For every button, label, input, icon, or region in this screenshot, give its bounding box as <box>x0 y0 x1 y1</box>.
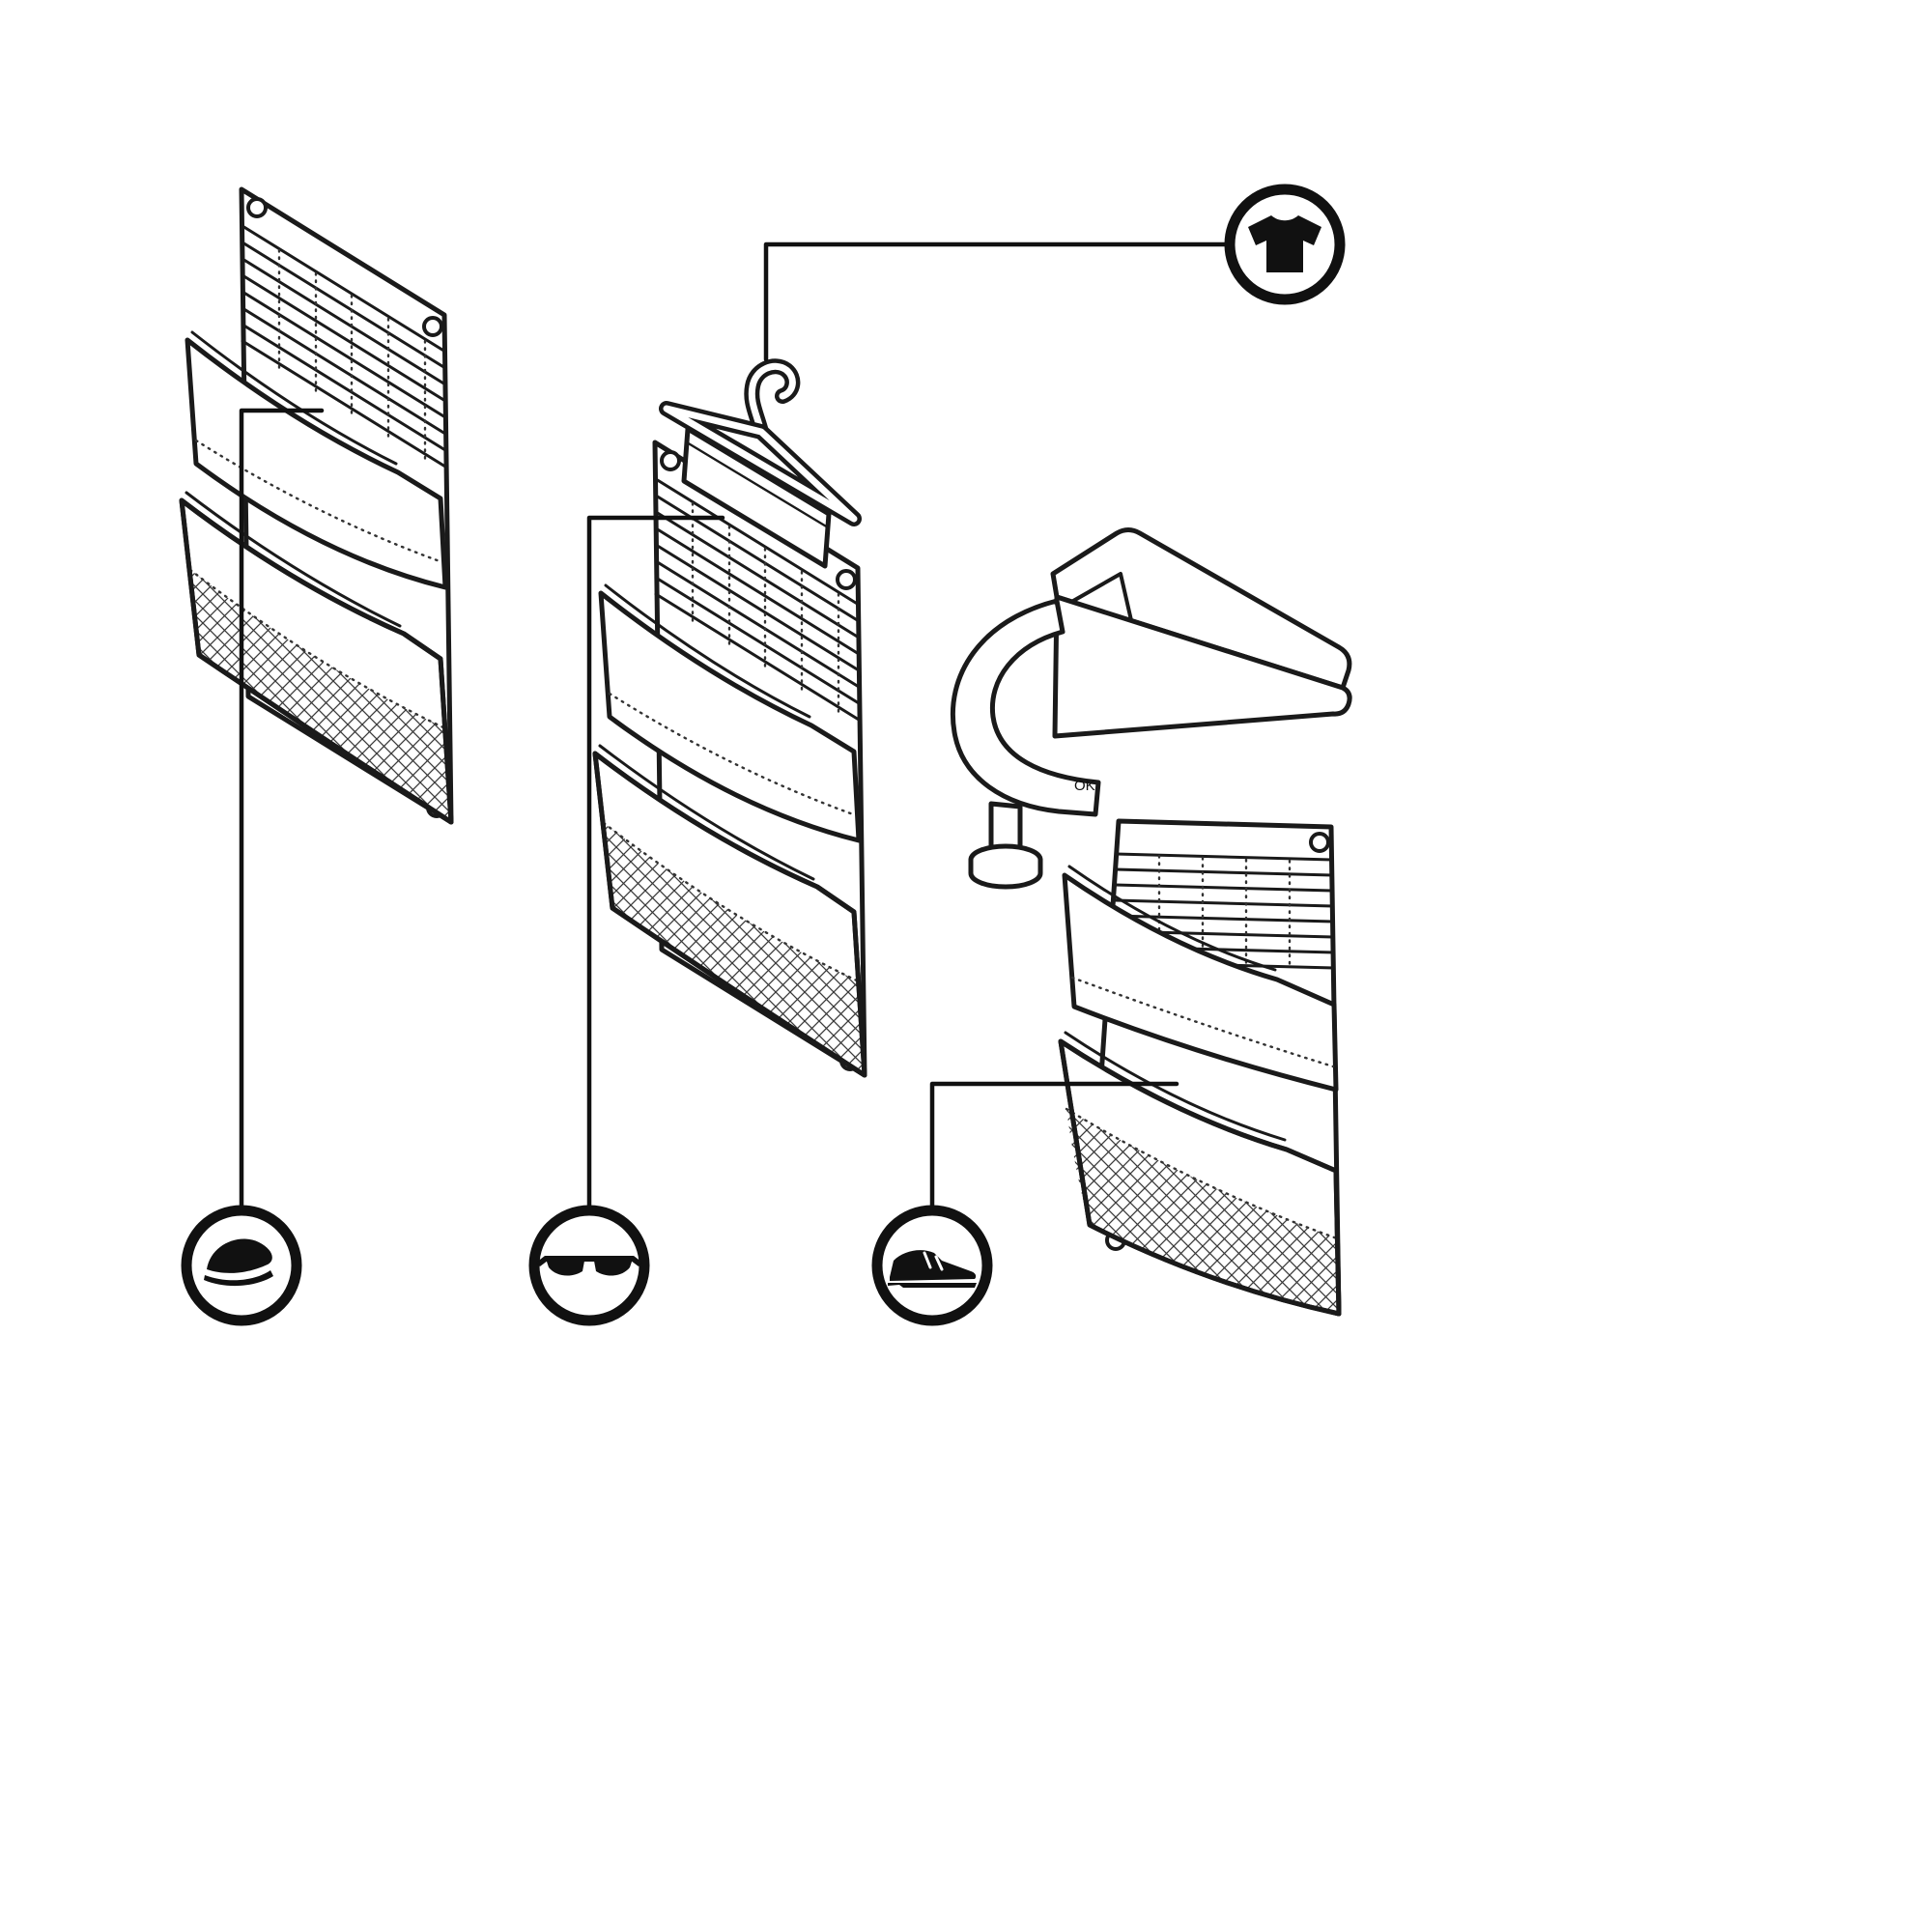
sunglasses-icon <box>528 1205 650 1326</box>
sunglasses-icon-left-temple <box>536 1256 548 1266</box>
strap-stitching <box>1157 854 1292 971</box>
clamp-top-plate <box>1050 527 1352 691</box>
sunglasses-icon-ring <box>528 1205 650 1326</box>
hanging-flap-fold <box>685 440 830 529</box>
sunglasses-icon-bridge <box>583 1256 595 1262</box>
clamp-plate-front <box>1052 594 1352 739</box>
helmet-icon-glyph <box>207 1238 272 1273</box>
pocket-upper <box>1062 872 1339 1093</box>
pocket-lower-mesh <box>1066 1109 1339 1314</box>
clothes-hanger <box>659 358 862 526</box>
shoe-icon-straps <box>923 1251 944 1271</box>
organizer-wall-view <box>182 189 451 822</box>
pocket-upper-opening-edge <box>1067 865 1277 972</box>
sunglasses-icon-left-lens <box>545 1256 585 1276</box>
shoe-icon <box>871 1205 993 1326</box>
sunglasses-icon-right-lens <box>593 1256 634 1276</box>
callout-lines <box>239 242 1233 1213</box>
pocket-lower-opening-edge <box>1064 1031 1287 1142</box>
callout-line-helmet <box>239 408 325 1213</box>
tshirt-icon <box>1224 184 1346 305</box>
pocket-upper-stitch <box>1070 976 1335 1068</box>
clamp-knob-side <box>968 857 1043 890</box>
clamp-label: OK <box>1074 778 1095 794</box>
shoe-icon-glyph <box>890 1250 977 1281</box>
sunglasses-icon-right-temple <box>631 1256 642 1266</box>
clamp-arm <box>950 598 1101 817</box>
desk-clamp: OK <box>950 527 1352 890</box>
shoe-icon-sole <box>888 1283 977 1288</box>
pocket-lower-outline <box>1058 1038 1342 1317</box>
hanger-body-inner <box>663 405 858 523</box>
grommet <box>1309 832 1330 853</box>
pocket-lower-mesh-seam <box>1065 1107 1339 1240</box>
hanger-hook-inner <box>748 362 796 436</box>
callout-line-shoe <box>929 1081 1179 1213</box>
helmet-icon <box>181 1205 302 1326</box>
helmet-icon-visor <box>204 1270 273 1287</box>
callout-line-tshirt <box>763 242 1233 362</box>
tshirt-icon-glyph <box>1248 215 1321 272</box>
organizer-hanger-view <box>595 358 865 1075</box>
organizer-clamp-view: OK <box>950 527 1352 1317</box>
callout-line-sunglasses <box>586 515 725 1213</box>
